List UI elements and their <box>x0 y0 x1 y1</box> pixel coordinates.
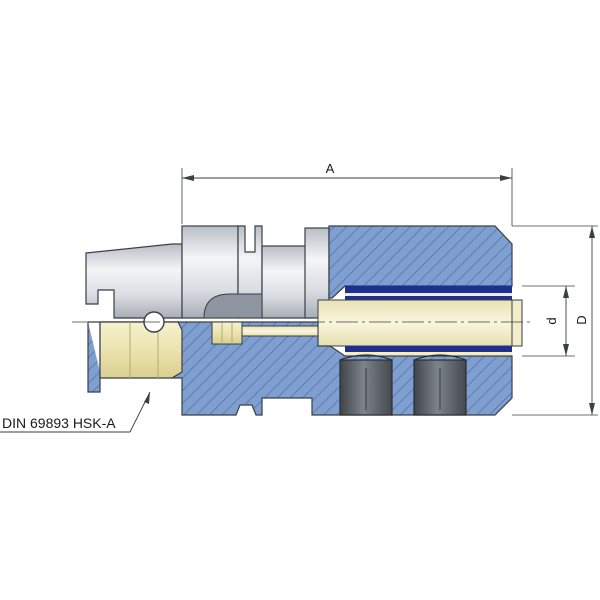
coolant-tube <box>211 321 319 345</box>
standard-label: DIN 69893 HSK-A <box>2 415 116 431</box>
upper-seal-band <box>345 286 512 293</box>
clamping-screw-2 <box>413 354 467 416</box>
dimension-a-label: A <box>326 161 335 176</box>
dimension-d-bore: d <box>522 285 575 357</box>
bore-end <box>511 299 523 347</box>
hsk-collar <box>261 245 313 319</box>
lower-seal-band <box>345 346 512 352</box>
tool-bore <box>317 299 513 347</box>
dimension-outer-label: D <box>574 315 589 324</box>
shank-recess <box>203 293 263 319</box>
dimension-d-outer: D <box>512 225 598 416</box>
standard-callout: DIN 69893 HSK-A <box>0 391 151 433</box>
dimension-d-label: d <box>544 317 559 324</box>
clamping-screw-1 <box>339 354 393 416</box>
dimension-a: A <box>181 161 513 226</box>
chuck-body-upper-section <box>328 225 513 301</box>
hsk-shank-upper <box>85 225 330 319</box>
hsk-taper <box>85 243 183 319</box>
